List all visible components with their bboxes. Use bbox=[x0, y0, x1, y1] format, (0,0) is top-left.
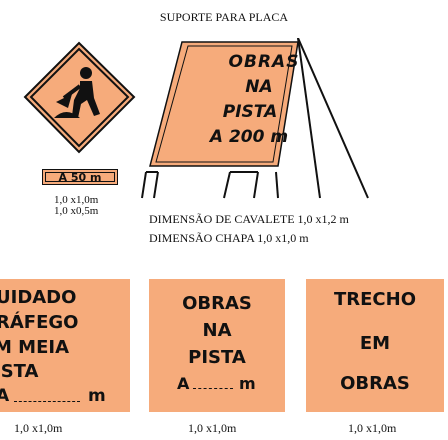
sign1-line-1: UIDADO bbox=[0, 287, 77, 308]
worker-digging-icon bbox=[50, 64, 110, 124]
sign1-line-4: ISTA bbox=[0, 361, 39, 382]
distance-plate-text: A 50 m bbox=[58, 171, 102, 184]
diamond-warning-sign bbox=[22, 40, 137, 155]
sign2-blank-underline bbox=[193, 388, 233, 389]
sign1-line-2: RÁFEGO bbox=[0, 312, 79, 333]
easel-line-2: NA bbox=[245, 77, 273, 97]
easel-dimension-note: DIMENSÃO DE CAVALETE 1,0 x1,2 m bbox=[149, 212, 349, 226]
sign3-line-3: OBRAS bbox=[340, 373, 410, 394]
sign1-line-5-m: m bbox=[88, 386, 106, 406]
sign1-line-3: M MEIA bbox=[0, 337, 70, 358]
sign2-line-2: NA bbox=[202, 320, 232, 341]
sign1-blank-underline bbox=[14, 401, 80, 402]
distance-plate: A 50 m bbox=[42, 169, 118, 185]
sign-obras-na-pista: OBRAS NA PISTA A m bbox=[149, 279, 285, 412]
sign2-line-4-m: m bbox=[239, 374, 256, 393]
sign3-line-2: EM bbox=[359, 333, 391, 354]
sign2-line-1: OBRAS bbox=[182, 293, 252, 314]
sign2-dimension: 1,0 x1,0m bbox=[188, 421, 237, 435]
diamond-dim-2: 1,0 x0,5m bbox=[54, 205, 99, 217]
sign2-line-4-a: A bbox=[177, 374, 190, 393]
sign3-dimension: 1,0 x1,0m bbox=[348, 421, 397, 435]
sign3-line-1: TRECHO bbox=[333, 289, 416, 310]
sign2-line-3: PISTA bbox=[188, 347, 246, 368]
sign1-line-5-a: A bbox=[0, 386, 10, 406]
page-title: SUPORTE PARA PLACA bbox=[159, 10, 289, 24]
easel-line-1: OBRAS bbox=[228, 52, 300, 72]
easel-line-3: PISTA bbox=[222, 102, 278, 122]
sign1-dimension: 1,0 x1,0m bbox=[14, 421, 63, 435]
easel-frame: OBRAS NA PISTA A 200 m bbox=[138, 37, 370, 218]
diamond-dim-1: 1,0 x1,0m bbox=[54, 194, 99, 206]
easel-line-4: A 200 m bbox=[209, 127, 289, 147]
sign-trecho-em-obras: TRECHO EM OBRAS bbox=[306, 279, 444, 412]
sign-cuidado-trafego: UIDADO RÁFEGO M MEIA ISTA A m bbox=[0, 279, 130, 412]
plate-dimension-note: DIMENSÃO CHAPA 1,0 x1,0 m bbox=[149, 231, 309, 245]
